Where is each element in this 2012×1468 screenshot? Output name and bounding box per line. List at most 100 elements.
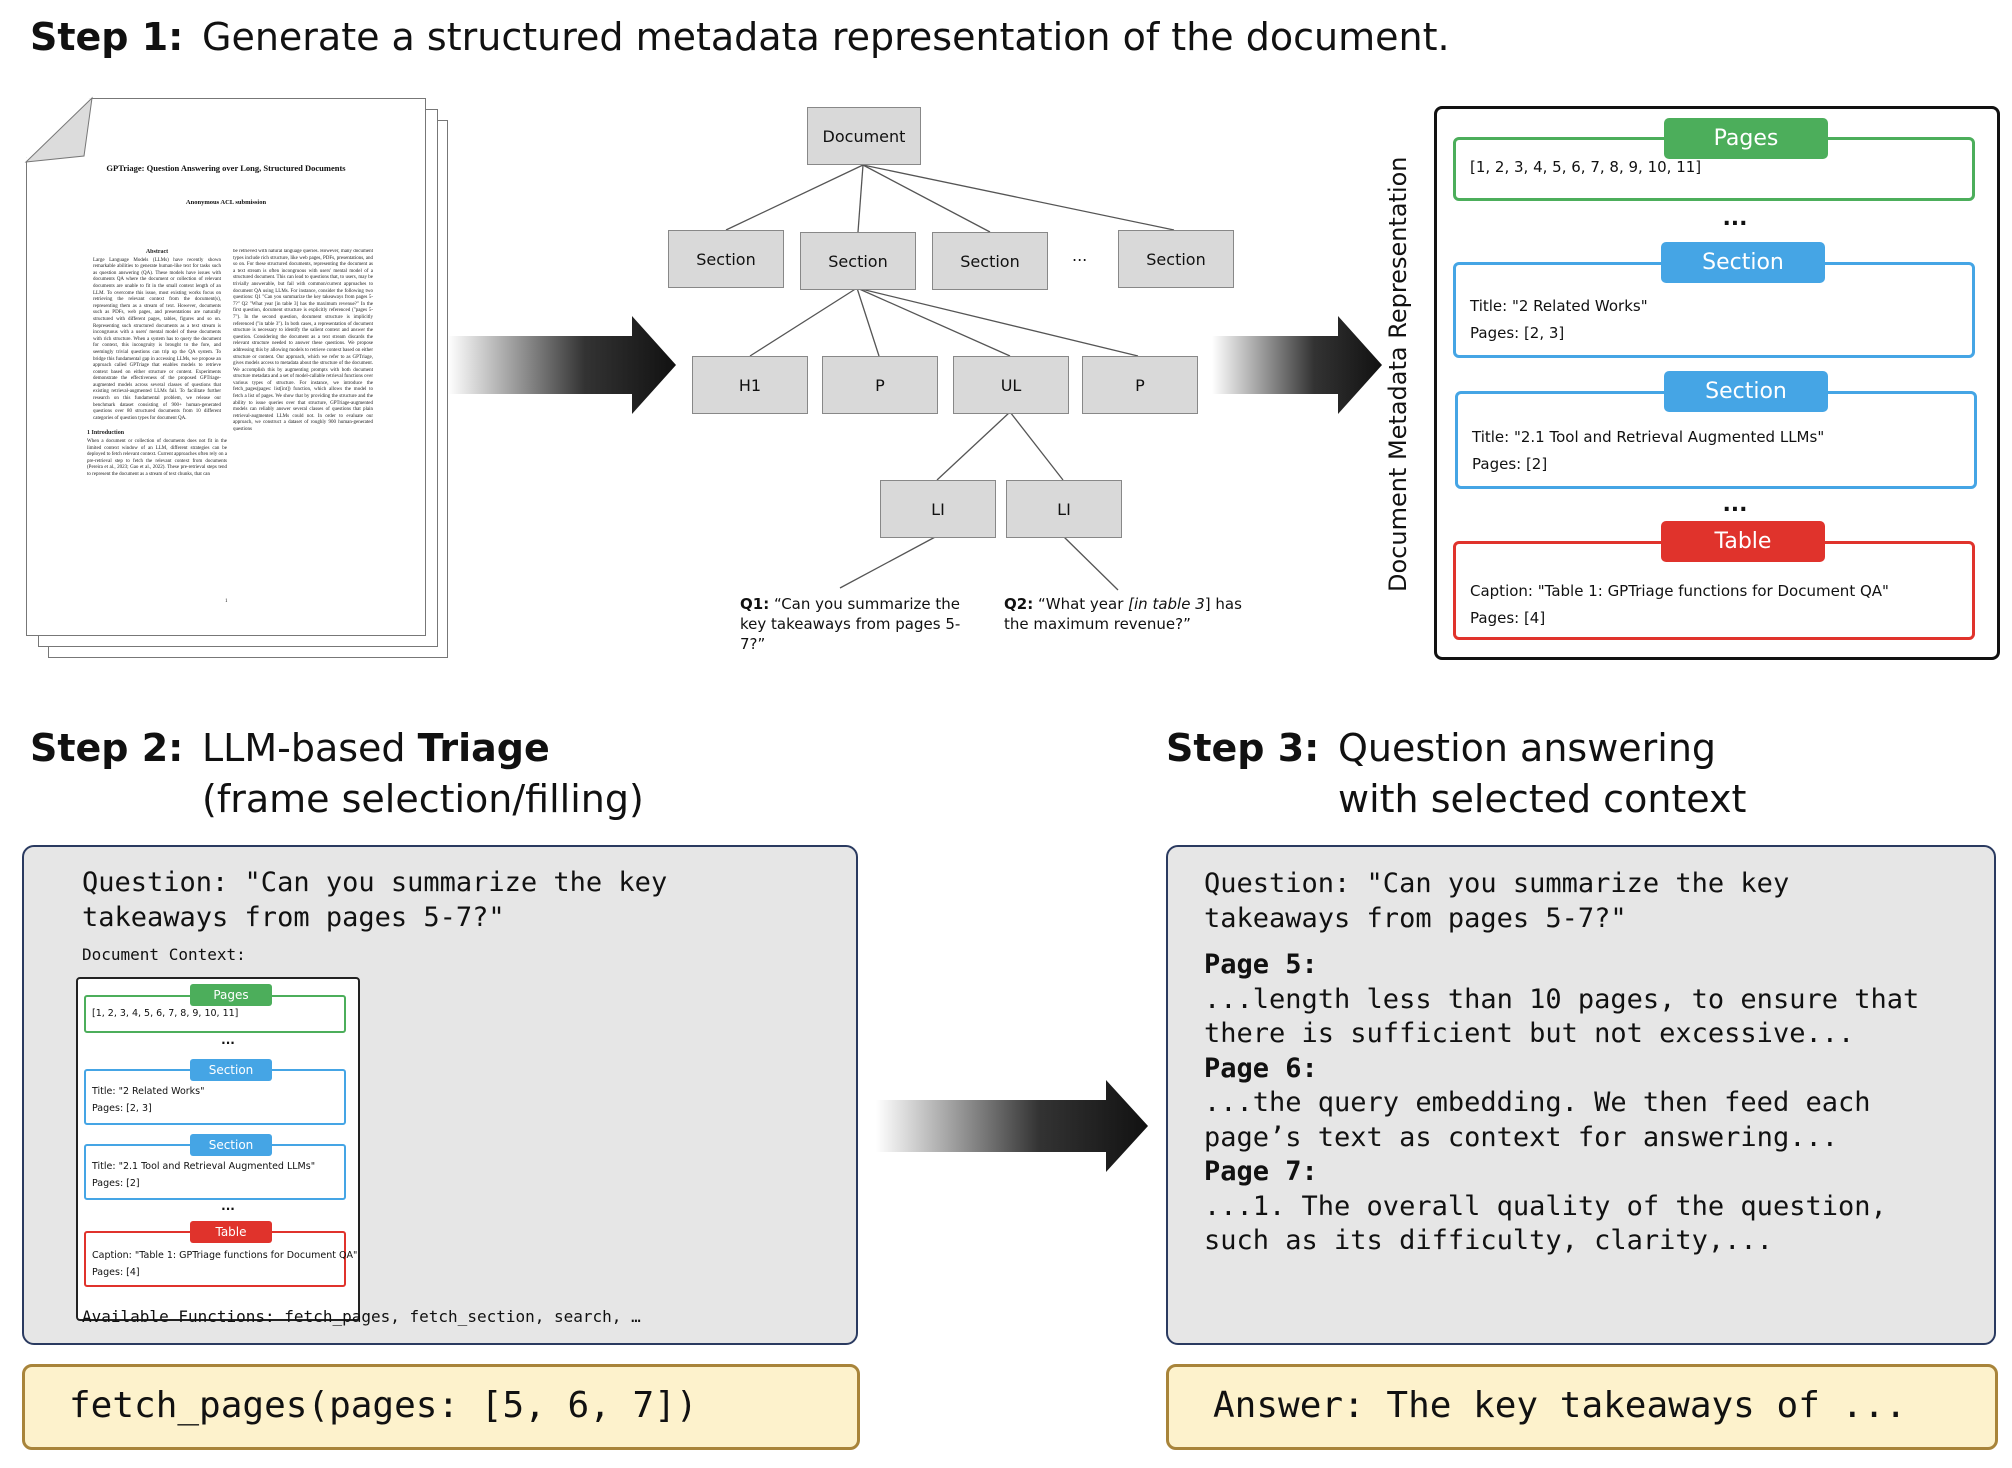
question-1-annotation: Q1: “Can you summarize the key takeaways… — [740, 594, 980, 654]
metadata-section-label-2: Section — [1664, 371, 1828, 412]
qa-page7-label: Page 7: — [1204, 1156, 1318, 1187]
tree-node-li-1: LI — [880, 480, 996, 538]
step2-subtitle: (frame selection/filling) — [202, 777, 644, 821]
qa-page5-line-1: ...length less than 10 pages, to ensure … — [1204, 983, 1920, 1015]
mini-section-2-title: Title: "2.1 Tool and Retrieval Augmented… — [92, 1161, 316, 1172]
mini-section-1-pages: Pages: [2, 3] — [92, 1103, 152, 1114]
qa-page5-line-2: there is sufficient but not excessive... — [1204, 1018, 1855, 1049]
triage-context-label: Document Context: — [82, 945, 246, 964]
paper-left-column: Abstract Large Language Models (LLMs) ha… — [87, 249, 227, 609]
metadata-section-1-title: Title: "2 Related Works" — [1470, 297, 1648, 315]
triage-call-panel: fetch_pages(pages: [5, 6, 7]) — [22, 1364, 860, 1450]
step1-title: Generate a structured metadata represent… — [202, 15, 1450, 59]
qa-page5-label: Page 5: — [1204, 949, 1318, 980]
mini-pages-list: [1, 2, 3, 4, 5, 6, 7, 8, 9, 10, 11] — [92, 1008, 239, 1019]
metadata-table-pages: Pages: [4] — [1470, 609, 1546, 627]
paper-intro-heading: 1 Introduction — [87, 430, 125, 437]
paper-title: GPTriage: Question Answering over Long, … — [106, 163, 346, 173]
metadata-section-2-pages: Pages: [2] — [1472, 455, 1548, 473]
step1-label: Step 1: — [30, 15, 184, 59]
paper-page-number: 1 — [225, 599, 228, 604]
step2-title-bold: Triage — [417, 726, 550, 770]
paper-author: Anonymous ACL submission — [185, 199, 267, 206]
paper-abstract-heading: Abstract — [145, 249, 169, 255]
mini-ellipsis-1: ... — [221, 1033, 235, 1047]
qa-question-line-2: takeaways from pages 5-7?" — [1204, 902, 1627, 934]
paper-front-page: GPTriage: Question Answering over Long, … — [26, 98, 426, 636]
question-1-label: Q1: — [740, 595, 770, 613]
metadata-table-caption: Caption: "Table 1: GPTriage functions fo… — [1470, 582, 1889, 600]
step3-label: Step 3: — [1166, 726, 1320, 770]
paper-intro-text: When a document or collection of documen… — [87, 439, 227, 477]
tree-node-section-3: Section — [932, 232, 1048, 290]
qa-context-text: Question: "Can you summarize the key tak… — [1204, 867, 1919, 1259]
metadata-section-1-pages: Pages: [2, 3] — [1470, 324, 1565, 342]
qa-answer-panel: Answer: The key takeaways of ... — [1166, 1364, 1998, 1450]
paper-right-column: be retrieved with natural language queri… — [233, 249, 373, 433]
tree-node-p-2: P — [1082, 356, 1198, 414]
question-2-text-b: ] has the maximum revenue?” — [1004, 595, 1242, 633]
triage-function-call: fetch_pages(pages: [5, 6, 7]) — [69, 1385, 698, 1426]
mini-table-label: Table — [190, 1221, 272, 1243]
mini-table-caption: Caption: "Table 1: GPTriage functions fo… — [92, 1250, 358, 1261]
mini-section-1-title: Title: "2 Related Works" — [92, 1086, 205, 1097]
question-2-text-italic: [in table 3 — [1128, 595, 1205, 613]
mini-section-label-1: Section — [190, 1059, 272, 1081]
metadata-table-label: Table — [1661, 521, 1825, 562]
question-2-text-a: “What year — [1037, 595, 1129, 613]
step1-heading: Step 1: — [30, 12, 183, 62]
step3-title: Question answering — [1338, 726, 1717, 770]
tree-node-section-1: Section — [668, 230, 784, 288]
triage-prompt-panel: Question: "Can you summarize the key tak… — [22, 845, 858, 1345]
tree-sections-ellipsis: ... — [1072, 246, 1088, 265]
qa-answer: Answer: The key takeaways of ... — [1213, 1385, 1907, 1426]
step2-label: Step 2: — [30, 726, 184, 770]
metadata-pages-list: [1, 2, 3, 4, 5, 6, 7, 8, 9, 10, 11] — [1470, 158, 1702, 176]
mini-table-pages: Pages: [4] — [92, 1267, 140, 1278]
qa-page6-line-1: ...the query embedding. We then feed eac… — [1204, 1087, 1871, 1118]
step2-heading: Step 2: — [30, 723, 183, 773]
triage-question-line-2: takeaways from pages 5-7?" — [82, 902, 505, 933]
metadata-ellipsis-2: ... — [1722, 492, 1748, 517]
step3-subtitle: with selected context — [1338, 777, 1747, 821]
tree-node-ul: UL — [953, 356, 1069, 414]
qa-question-line-1: Question: "Can you summarize the key — [1204, 868, 1790, 899]
step3-heading: Step 3: — [1166, 723, 1319, 773]
metadata-pages-label: Pages — [1664, 118, 1828, 159]
qa-context-panel: Question: "Can you summarize the key tak… — [1166, 845, 1996, 1345]
question-2-annotation: Q2: “What year [in table 3] has the maxi… — [1004, 594, 1244, 634]
arrow-paper-to-tree — [448, 316, 676, 414]
tree-node-li-2: LI — [1006, 480, 1122, 538]
paper-folded-corner — [24, 96, 93, 163]
tree-node-section-4: Section — [1118, 230, 1234, 288]
tree-node-p-1: P — [822, 356, 938, 414]
metadata-ellipsis-1: ... — [1722, 206, 1748, 231]
arrow-tree-to-metadata — [1212, 316, 1382, 414]
metadata-section-2-title: Title: "2.1 Tool and Retrieval Augmented… — [1472, 428, 1825, 446]
paper-abstract-text: Large Language Models (LLMs) have recent… — [93, 257, 221, 421]
qa-page7-line-2: such as its difficulty, clarity,... — [1204, 1225, 1773, 1256]
triage-mini-metadata: [1, 2, 3, 4, 5, 6, 7, 8, 9, 10, 11] Page… — [76, 977, 360, 1321]
metadata-table-card: Caption: "Table 1: GPTriage functions fo… — [1453, 541, 1975, 640]
step2-title: LLM-based Triage — [202, 723, 550, 773]
qa-page7-line-1: ...1. The overall quality of the questio… — [1204, 1190, 1887, 1222]
triage-question: Question: "Can you summarize the key tak… — [82, 865, 667, 935]
mini-section-label-2: Section — [190, 1134, 272, 1156]
tree-node-section-2: Section — [800, 232, 916, 290]
question-1-text: “Can you summarize the key takeaways fro… — [740, 595, 961, 653]
triage-functions: Available Functions: fetch_pages, fetch_… — [82, 1307, 641, 1326]
arrow-triage-to-qa — [876, 1080, 1148, 1172]
mini-section-2-pages: Pages: [2] — [92, 1178, 140, 1189]
tree-node-document: Document — [807, 107, 921, 165]
mini-ellipsis-2: ... — [221, 1199, 235, 1213]
qa-page6-label: Page 6: — [1204, 1052, 1318, 1084]
mini-pages-label: Pages — [190, 984, 272, 1006]
tree-node-h1: H1 — [692, 356, 808, 414]
triage-question-line-1: Question: "Can you summarize the key — [82, 867, 668, 898]
metadata-section-label-1: Section — [1661, 242, 1825, 283]
qa-page6-line-2: page’s text as context for answering... — [1204, 1121, 1838, 1153]
metadata-vertical-label: Document Metadata Representation — [1384, 156, 1412, 592]
question-2-label: Q2: — [1004, 595, 1034, 613]
step2-title-plain: LLM-based — [202, 726, 418, 770]
